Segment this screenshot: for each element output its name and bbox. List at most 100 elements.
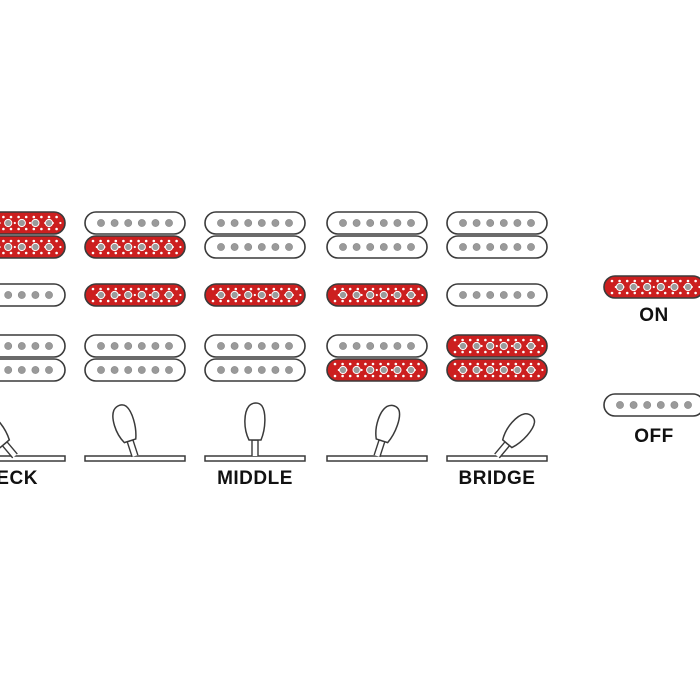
texture-dot xyxy=(491,374,495,378)
texture-dot xyxy=(24,215,28,219)
texture-dot xyxy=(417,299,420,303)
texture-dot xyxy=(386,287,390,291)
texture-dot xyxy=(2,239,5,243)
texture-dot xyxy=(461,350,464,354)
texture-dot xyxy=(24,227,28,231)
pole-piece xyxy=(257,243,266,251)
texture-dot xyxy=(114,251,118,255)
texture-dot xyxy=(641,291,644,295)
texture-dot xyxy=(402,287,405,291)
lever-shaft xyxy=(373,438,386,458)
texture-dot xyxy=(264,299,268,303)
texture-dot xyxy=(453,338,457,342)
texture-dot xyxy=(32,227,36,231)
texture-dot xyxy=(137,239,140,243)
texture-dot xyxy=(514,350,518,354)
pole-piece xyxy=(151,290,160,300)
pole-piece xyxy=(459,291,467,299)
selector-switch xyxy=(204,402,306,462)
texture-dot xyxy=(386,299,390,303)
pole-piece xyxy=(165,219,173,227)
pole-piece xyxy=(339,342,347,350)
texture-dot xyxy=(671,291,675,295)
pole-piece xyxy=(366,243,375,251)
texture-dot xyxy=(364,299,367,303)
texture-dot xyxy=(468,350,472,354)
texture-dot xyxy=(506,338,510,342)
texture-dot xyxy=(40,239,43,243)
texture-dot xyxy=(40,251,43,255)
texture-dot xyxy=(648,291,652,295)
texture-dot xyxy=(91,299,95,303)
texture-dot xyxy=(356,299,360,303)
coil-body xyxy=(84,211,186,235)
texture-dot xyxy=(17,239,20,243)
legend-off-label: OFF xyxy=(634,426,674,447)
texture-dot xyxy=(175,239,178,243)
bridge-humbucker-coil-top xyxy=(204,334,306,358)
pole-piece xyxy=(352,219,361,227)
texture-dot xyxy=(59,221,62,225)
pole-piece xyxy=(285,219,293,227)
pole-piece xyxy=(643,282,652,292)
texture-dot xyxy=(257,299,260,303)
neck-humbucker-coil-top xyxy=(446,211,548,235)
texture-dot xyxy=(129,299,133,303)
texture-dot xyxy=(379,287,382,291)
texture-dot xyxy=(686,291,690,295)
texture-dot xyxy=(514,374,518,378)
texture-dot xyxy=(137,299,140,303)
texture-dot xyxy=(371,374,375,378)
texture-dot xyxy=(28,221,32,225)
pole-piece xyxy=(4,242,13,252)
pole-piece xyxy=(137,342,146,350)
pole-piece xyxy=(684,401,692,409)
texture-dot xyxy=(2,227,5,231)
texture-dot xyxy=(499,338,502,342)
bridge-humbucker-coil-bottom xyxy=(326,358,428,382)
pole-piece xyxy=(96,242,106,252)
texture-dot xyxy=(299,293,302,297)
switch-lever xyxy=(0,412,18,459)
lever-knob xyxy=(112,404,137,444)
coil-body xyxy=(84,334,186,358)
texture-dot xyxy=(402,362,405,366)
texture-dot xyxy=(394,374,398,378)
pole-piece xyxy=(393,342,402,350)
texture-dot xyxy=(268,293,272,297)
pole-piece xyxy=(393,219,402,227)
texture-dot xyxy=(386,374,390,378)
texture-dot xyxy=(529,338,533,342)
texture-dot xyxy=(152,251,156,255)
pole-piece xyxy=(513,341,522,351)
pole-piece xyxy=(4,342,13,350)
texture-dot xyxy=(379,374,382,378)
texture-dot xyxy=(24,251,28,255)
texture-dot xyxy=(17,215,20,219)
texture-dot xyxy=(160,239,163,243)
neck-humbucker xyxy=(326,211,428,259)
texture-dot xyxy=(133,245,136,249)
pole-piece xyxy=(499,291,508,299)
selector-switch xyxy=(326,404,428,462)
texture-dot xyxy=(47,227,51,231)
texture-dot xyxy=(114,287,118,291)
texture-dot xyxy=(264,287,268,291)
pole-piece xyxy=(17,291,26,299)
pole-piece xyxy=(110,290,119,300)
texture-dot xyxy=(2,251,5,255)
texture-dot xyxy=(0,245,1,249)
pole-piece xyxy=(459,243,467,251)
neck-humbucker-coil-bottom xyxy=(0,235,66,259)
texture-dot xyxy=(610,279,614,283)
texture-dot xyxy=(160,299,163,303)
bridge-humbucker-coil-bottom xyxy=(204,358,306,382)
pole-piece xyxy=(513,219,522,227)
texture-dot xyxy=(99,239,102,243)
texture-dot xyxy=(663,291,667,295)
pole-piece xyxy=(4,366,13,374)
neck-humbucker xyxy=(0,211,66,259)
pole-piece xyxy=(486,365,495,375)
pole-piece xyxy=(366,342,375,350)
texture-dot xyxy=(32,251,36,255)
